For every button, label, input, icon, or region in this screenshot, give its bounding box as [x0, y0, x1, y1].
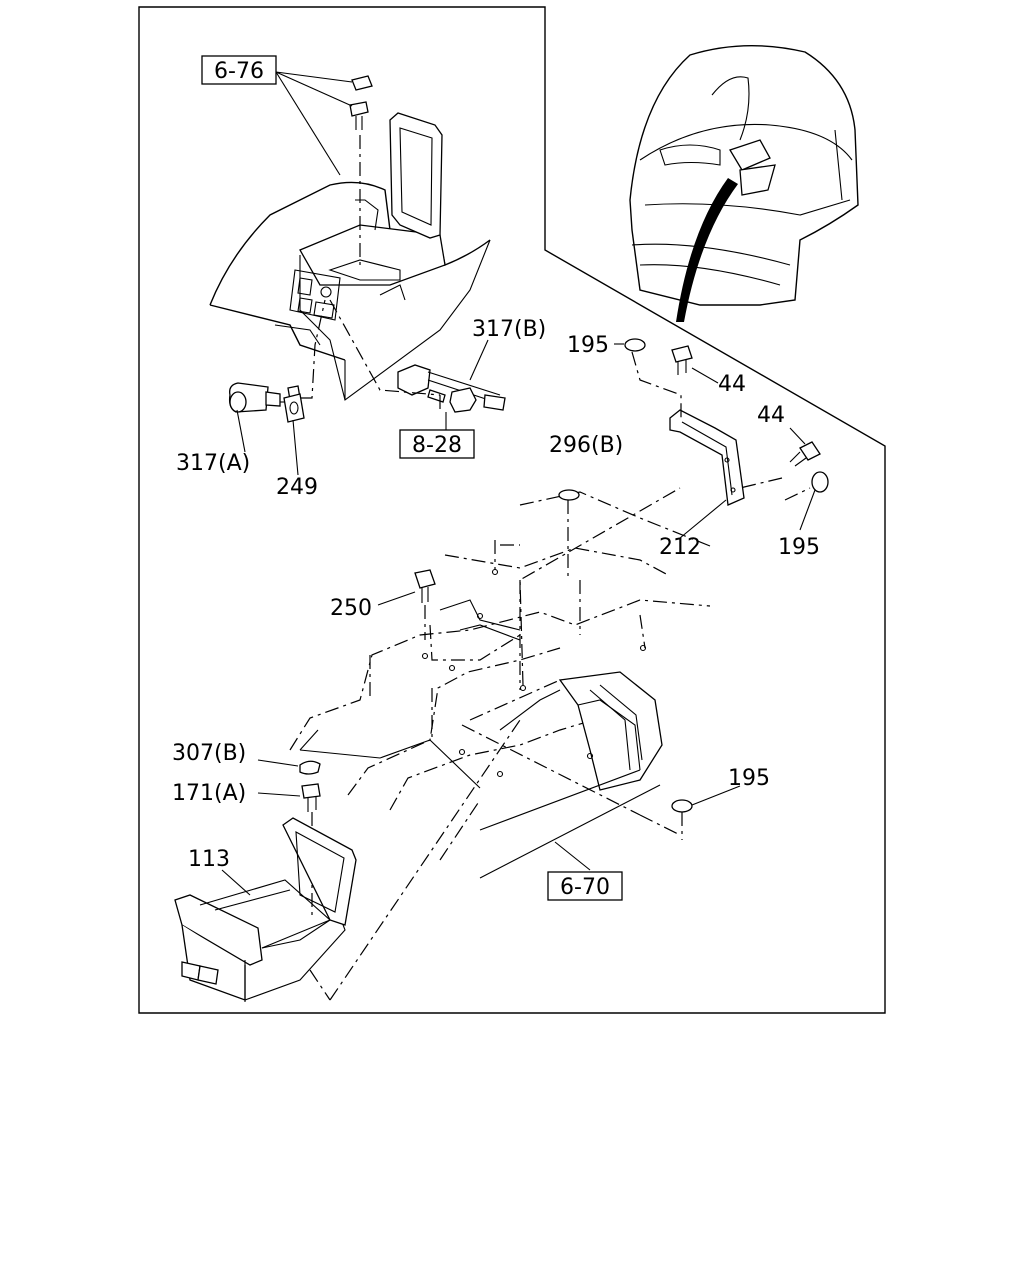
label-250: 250: [330, 596, 372, 621]
label-195-b: 195: [778, 535, 820, 560]
label-195-a: 195: [567, 333, 609, 358]
label-296b: 296(B): [549, 433, 623, 458]
leader-lines: [221, 71, 816, 896]
ref-box-8-28: [399, 429, 475, 459]
label-44-b: 44: [757, 403, 785, 428]
part-317b-cable: [397, 364, 506, 411]
label-171a: 171(A): [172, 781, 246, 806]
diagram-frame: [138, 6, 886, 1014]
ref-6-70: 6-70: [560, 875, 610, 900]
part-44-bolt-b: [789, 441, 821, 467]
part-317a-lighter: [228, 382, 303, 413]
ref-box-6-70: [547, 871, 623, 901]
ref-6-76: 6-76: [214, 59, 264, 84]
label-212: 212: [659, 535, 701, 560]
floor-console: [289, 487, 711, 1001]
part-195-clip-c: [671, 799, 693, 813]
part-113-console-box: [174, 817, 357, 1002]
part-296b-clip: [558, 489, 580, 501]
part-44-bolt-a: [671, 345, 693, 375]
ref-box-6-76: [201, 55, 277, 85]
part-250-clip: [414, 569, 436, 640]
label-317a: 317(A): [176, 451, 250, 476]
label-195-c: 195: [728, 766, 770, 791]
part-195-clip-a: [624, 338, 646, 352]
upper-console: [209, 112, 491, 401]
part-307b-cap: [299, 760, 321, 775]
screw-top: [349, 75, 373, 268]
vehicle-inset: [629, 44, 859, 322]
part-212-bracket: [669, 409, 745, 506]
ref-8-28: 8-28: [412, 433, 462, 458]
label-44-a: 44: [718, 372, 746, 397]
label-113: 113: [188, 847, 230, 872]
label-249: 249: [276, 475, 318, 500]
label-307b: 307(B): [172, 741, 246, 766]
part-195-clip-b: [811, 471, 829, 493]
part-249-ring: [283, 393, 305, 423]
label-317b: 317(B): [472, 317, 546, 342]
part-8-28-plug: [449, 387, 477, 413]
